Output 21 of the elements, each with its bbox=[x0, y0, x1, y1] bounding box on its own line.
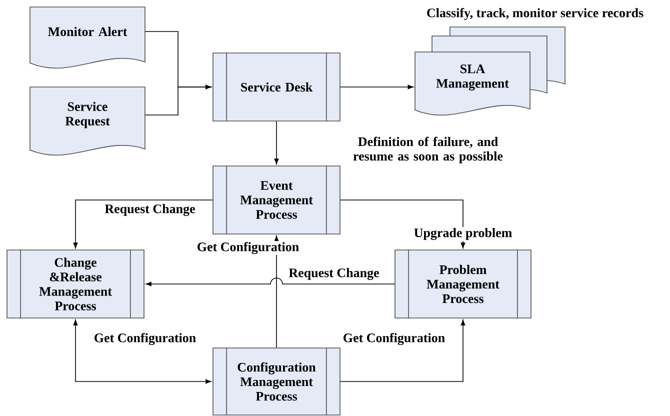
arrow bbox=[340, 200, 466, 248]
edge-label: Request Change bbox=[288, 267, 380, 281]
arrow bbox=[144, 84, 212, 116]
note-text: Definition of failure, and resume as soon as possible bbox=[353, 136, 503, 164]
arrow bbox=[340, 320, 466, 382]
process-box: Configuration Management Process bbox=[212, 347, 340, 416]
arrow bbox=[274, 121, 279, 164]
arrow bbox=[73, 200, 213, 248]
process-box: Event Management Process bbox=[212, 165, 340, 235]
edge-label: Get Configuration bbox=[196, 241, 300, 256]
edge-label: Get Configuration bbox=[92, 332, 198, 346]
process-box: Change &Release Management Process bbox=[6, 249, 144, 319]
arrow bbox=[146, 278, 395, 286]
edge-label: Request Change bbox=[104, 203, 196, 217]
arrow bbox=[340, 84, 414, 90]
annotation-text: Classify, track, monitor service records bbox=[427, 8, 644, 20]
edge-label: Upgrade problem bbox=[412, 227, 514, 241]
process-box: Service Desk bbox=[212, 52, 340, 122]
edge-label: Get Configuration bbox=[342, 332, 446, 346]
process-box: Problem Management Process bbox=[394, 249, 532, 319]
arrow bbox=[73, 320, 212, 384]
